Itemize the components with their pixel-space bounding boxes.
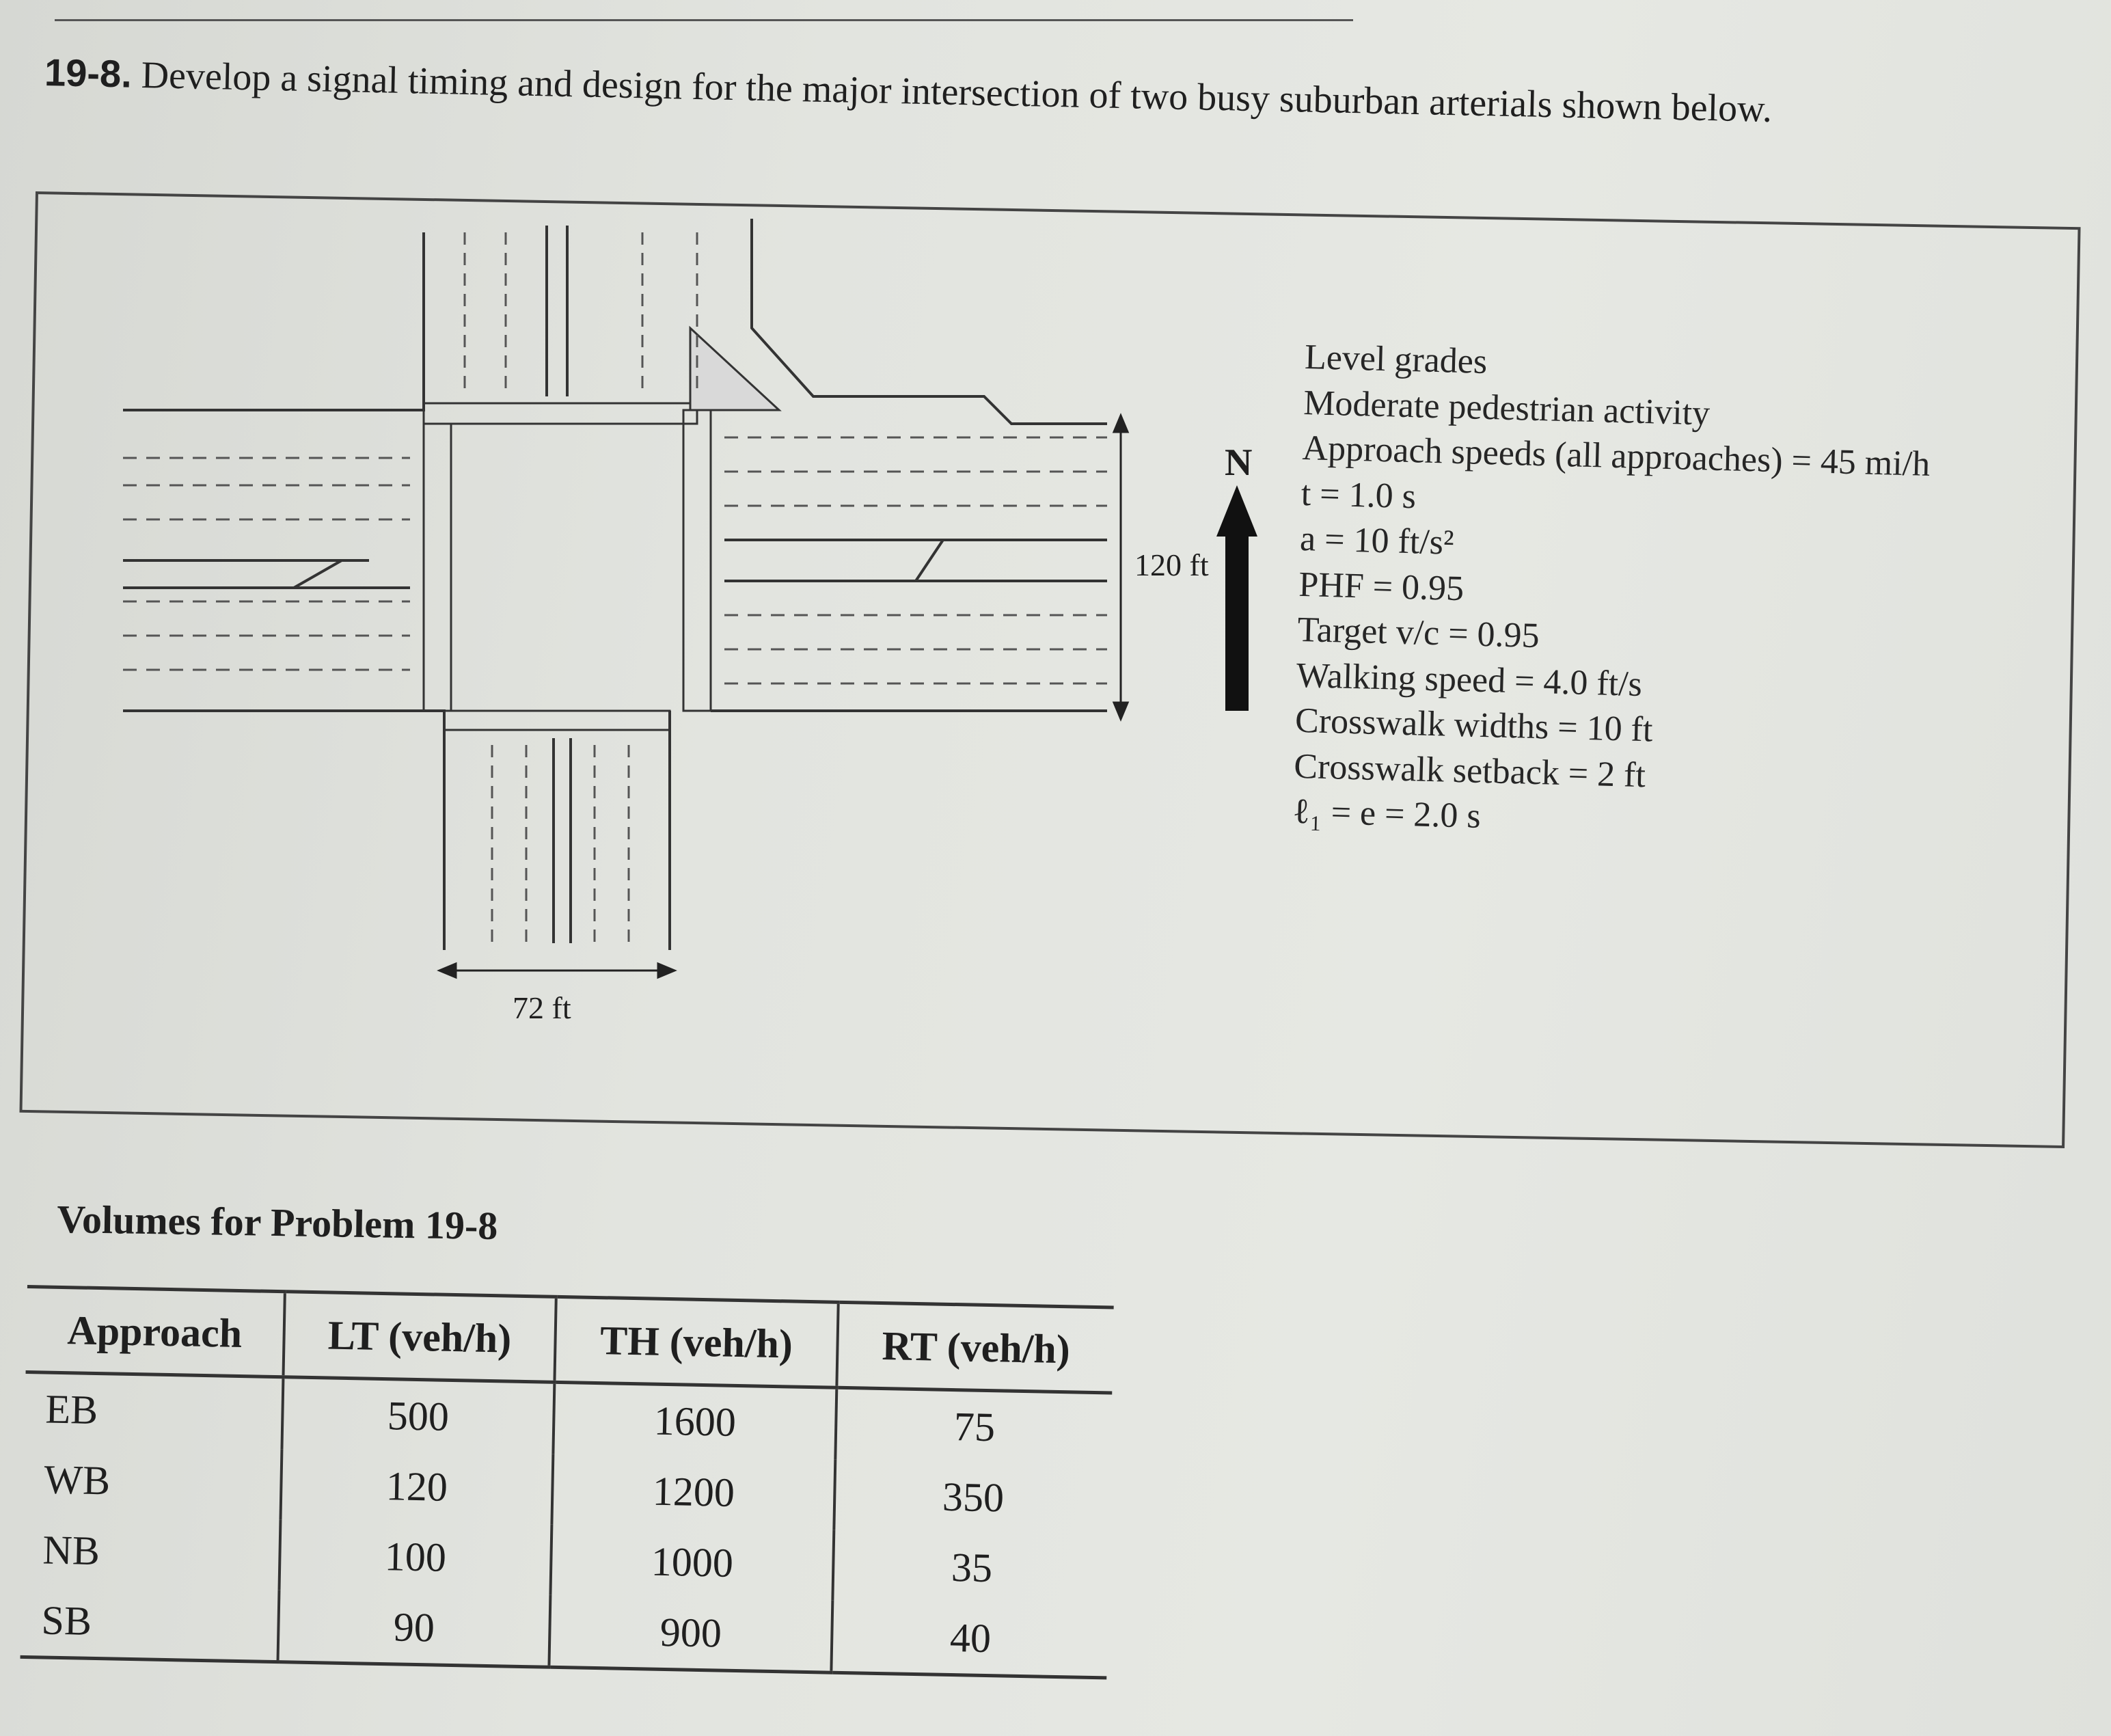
- dimension-ns-label: 120 ft: [1134, 547, 1209, 582]
- top-rule: [55, 19, 1353, 21]
- ne-channelizing-island: [689, 325, 782, 411]
- volumes-table: Approach LT (veh/h) TH (veh/h) RT (veh/h…: [20, 1285, 1114, 1679]
- th-cell: 900: [549, 1595, 833, 1673]
- curb-sw: [123, 709, 446, 950]
- th-cell: 1200: [551, 1454, 836, 1530]
- median-north: [545, 226, 569, 396]
- lt-cell: 120: [280, 1449, 554, 1525]
- lt-cell: 100: [279, 1519, 552, 1595]
- header-rt: RT (veh/h): [836, 1302, 1114, 1394]
- approach-cell: NB: [21, 1514, 281, 1590]
- rt-cell: 35: [951, 1545, 993, 1591]
- rt-cell: 40: [831, 1600, 1108, 1678]
- th-cell: 1600: [553, 1382, 837, 1460]
- north-label: N: [1225, 442, 1252, 484]
- intersection-conditions: Level grades Moderate pedestrian activit…: [1292, 335, 2057, 854]
- th-cell: 1000: [550, 1524, 834, 1601]
- lane-lines-north: [463, 232, 698, 396]
- median-east: [724, 539, 1107, 582]
- crosswalk-east: [682, 409, 712, 712]
- dimension-ns: [1112, 413, 1130, 722]
- dimension-ew: [437, 962, 677, 979]
- approach-cell: EB: [24, 1372, 284, 1450]
- problem-number: 19-8.: [44, 50, 133, 96]
- header-lt: LT (veh/h): [283, 1291, 556, 1383]
- problem-statement: 19-8.Develop a signal timing and design …: [44, 45, 2081, 143]
- dimension-ew-label: 72 ft: [513, 990, 571, 1025]
- curb-lines: [123, 219, 1107, 950]
- header-approach: Approach: [25, 1286, 286, 1377]
- approach-cell: SB: [20, 1584, 280, 1662]
- rt-cell: 350: [942, 1474, 1005, 1521]
- problem-text: Develop a signal timing and design for t…: [141, 53, 1773, 131]
- median-south: [552, 738, 572, 943]
- curb-nw: [123, 232, 425, 411]
- crosswalk-west: [422, 422, 452, 712]
- rt-cell: 75: [953, 1404, 996, 1450]
- north-arrow-icon: [1216, 485, 1257, 711]
- median-west: [123, 559, 410, 589]
- lane-lines-south: [491, 745, 630, 943]
- lt-cell: 500: [282, 1376, 555, 1454]
- crosswalk-north: [422, 402, 698, 425]
- curb-ne: [750, 219, 1107, 425]
- crosswalk-south: [443, 709, 671, 731]
- lane-lines-east: [724, 436, 1107, 685]
- table-title: Volumes for Problem 19-8: [56, 1196, 498, 1249]
- intersection-diagram: 120 ft 72 ft N: [123, 219, 1257, 1025]
- approach-cell: WB: [23, 1443, 282, 1520]
- crosswalks: [422, 402, 712, 731]
- lt-cell: 90: [277, 1590, 551, 1668]
- lane-lines-west: [123, 457, 410, 671]
- header-th: TH (veh/h): [554, 1297, 839, 1388]
